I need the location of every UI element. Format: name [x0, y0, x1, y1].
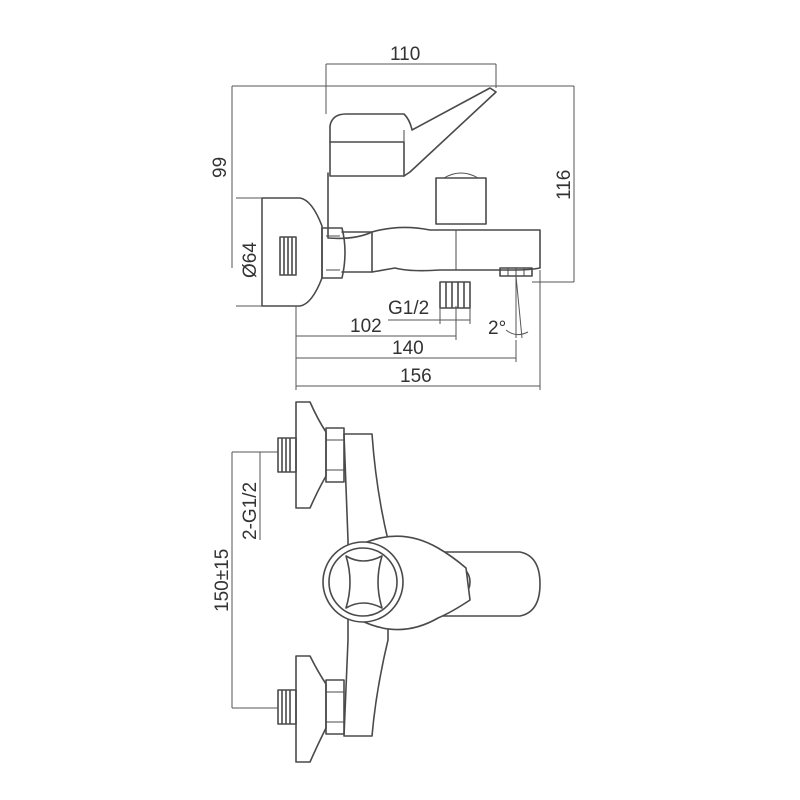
- dim-140: 140: [392, 338, 424, 359]
- dim-angle: 2°: [488, 318, 506, 339]
- dim-150: 150±15: [212, 549, 233, 612]
- dim-110: 110: [390, 44, 420, 65]
- lever-handle: [329, 87, 497, 177]
- mixer-body: [327, 172, 541, 273]
- cartridge-cap: [329, 141, 405, 177]
- dim-diameter-64: Ø64: [240, 242, 261, 278]
- upper-nut: [325, 427, 345, 483]
- upper-nipple: [277, 437, 297, 473]
- dim-g12-outlet: G1/2: [388, 298, 429, 319]
- lower-nipple: [277, 689, 297, 725]
- dim-99: 99: [210, 157, 231, 178]
- top-view: [277, 401, 541, 763]
- dim-116: 116: [554, 170, 575, 200]
- dim-2-g12: 2-G1/2: [240, 482, 261, 540]
- handle-grip: [345, 555, 383, 609]
- inlet-thread: [283, 237, 293, 275]
- side-view: [261, 87, 541, 309]
- handle-dial-outer: [322, 541, 404, 623]
- connector: [341, 231, 373, 273]
- lower-flange: [295, 655, 327, 763]
- handle-dial-inner: [328, 547, 398, 617]
- dim-102: 102: [350, 316, 382, 337]
- upper-flange: [295, 401, 327, 509]
- top-body: [343, 433, 389, 737]
- side-dimensions: 110 99 116 Ø64 G1/2 102 2° 140: [210, 44, 575, 390]
- diverter-knob: [435, 177, 487, 225]
- top-dimensions: 2-G1/2 150±15: [212, 451, 278, 709]
- dim-156: 156: [400, 366, 432, 387]
- shower-outlet: [439, 281, 471, 309]
- lower-nut: [325, 679, 345, 735]
- union-nut: [321, 227, 346, 279]
- top-spout: [399, 551, 541, 617]
